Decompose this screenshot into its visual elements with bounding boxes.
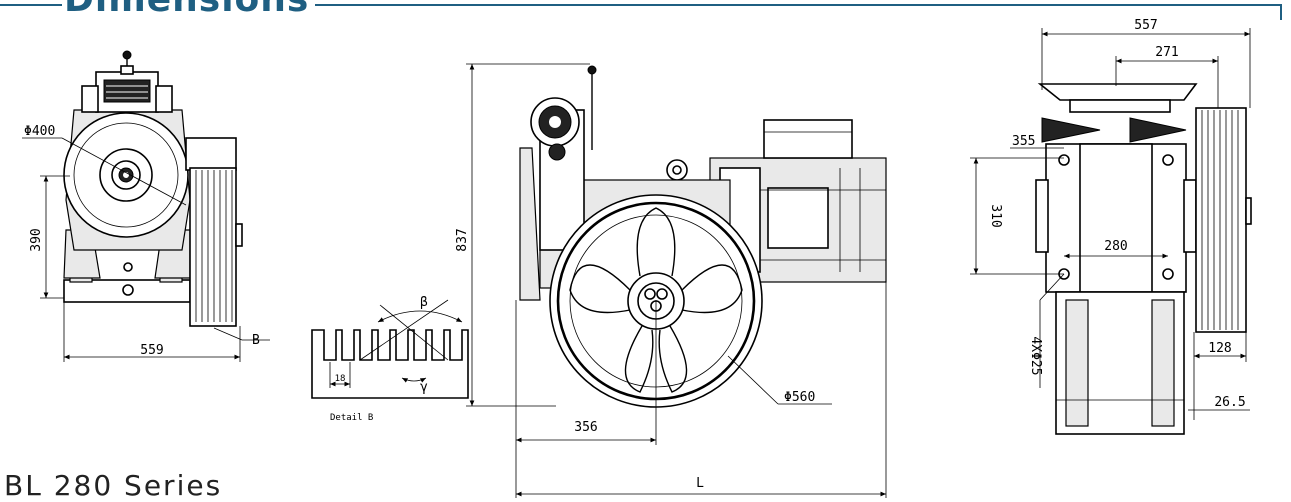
header-rule: [0, 4, 1282, 6]
dim-top-128: 128: [1208, 341, 1231, 356]
dim-top-holes: 4XΦ25: [1028, 336, 1043, 375]
front-view: [22, 50, 270, 362]
side-view: [466, 63, 887, 498]
angle-gamma: γ: [420, 380, 428, 395]
dim-front-width: 559: [140, 343, 163, 358]
dim-top-355: 355: [1012, 134, 1035, 149]
dim-top-26-5: 26.5: [1214, 395, 1245, 410]
section-heading: Dimensions: [62, 0, 316, 18]
detail-b-view: [311, 299, 469, 399]
detail-b-caption: Detail B: [330, 413, 373, 423]
dim-side-offset: 356: [574, 420, 597, 435]
header-rule-right: [1280, 4, 1282, 20]
dim-top-310: 310: [988, 204, 1003, 227]
terminal-box: [763, 119, 853, 159]
angle-beta: β: [420, 295, 428, 310]
dim-front-diameter: Φ400: [24, 124, 55, 139]
dim-top-half: 271: [1155, 45, 1178, 60]
dim-pitch: 18: [335, 374, 346, 384]
dim-side-height: 837: [455, 228, 470, 251]
top-view: [970, 28, 1252, 435]
front-sheave-grooves: [189, 167, 237, 327]
dim-side-length: L: [696, 476, 704, 491]
top-sheave-grooves: [1195, 107, 1247, 333]
series-title: BL 280 Series: [4, 469, 223, 502]
dim-side-sheave: Φ560: [784, 390, 815, 405]
dim-top-total: 557: [1134, 18, 1157, 33]
detail-b-callout: B: [252, 333, 260, 348]
dim-top-280: 280: [1104, 239, 1127, 254]
dim-front-height: 390: [29, 228, 44, 251]
